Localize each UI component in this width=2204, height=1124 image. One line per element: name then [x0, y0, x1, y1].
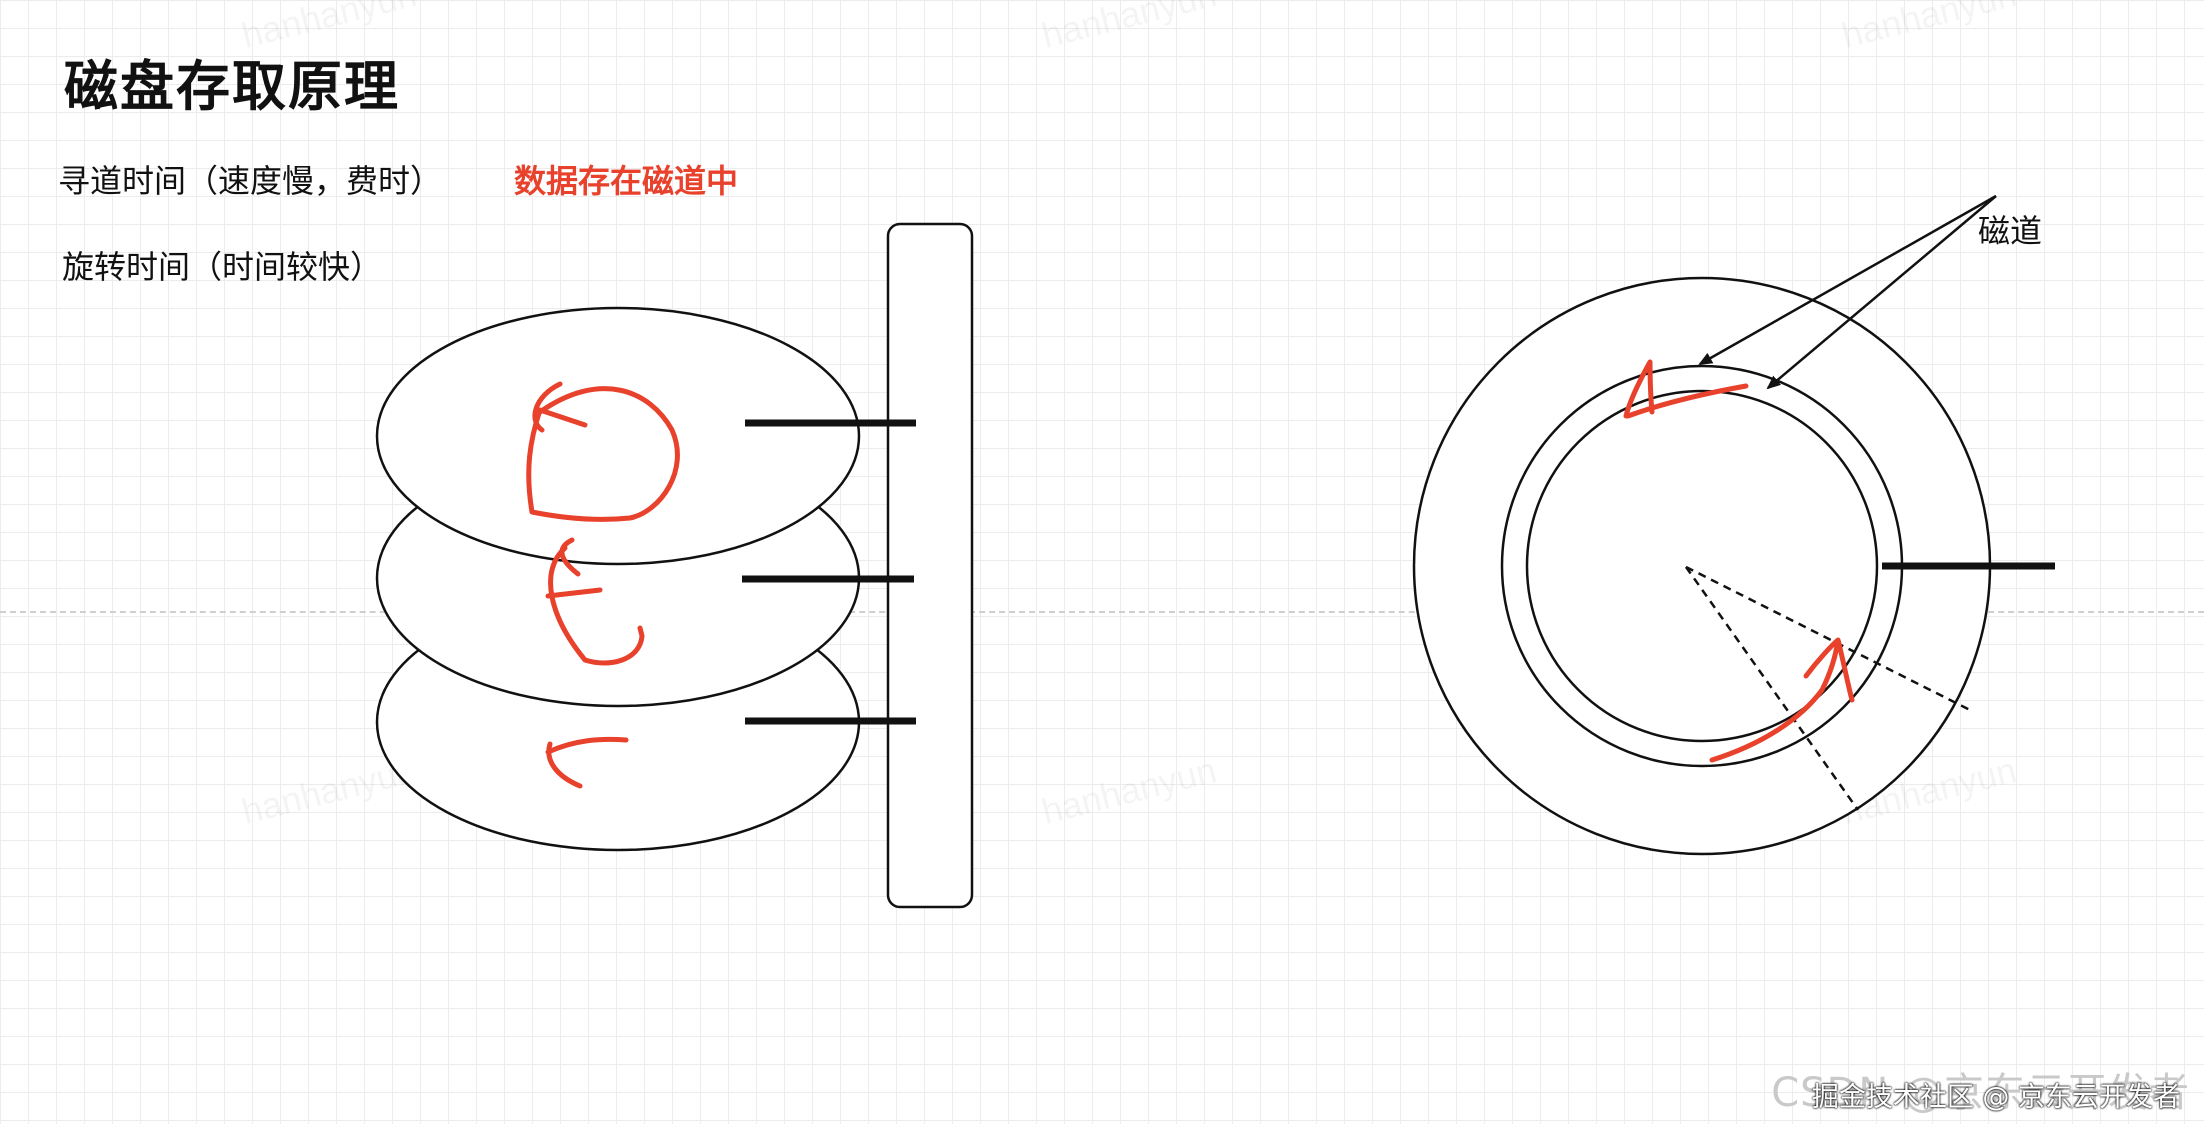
- data-in-track-label: 数据存在磁道中: [514, 162, 739, 200]
- track-pointer-arrow-1: [1698, 194, 1997, 366]
- page-title: 磁盘存取原理: [64, 55, 400, 118]
- sector-boundary-2: [1684, 566, 1860, 811]
- seek-time-label: 寻道时间（速度慢，费时）: [58, 162, 443, 200]
- platter-stack: [375, 306, 861, 852]
- track-pointer-arrow-2: [1766, 195, 1997, 390]
- rotation-arrow-top: [526, 381, 680, 522]
- platter-top: [375, 306, 861, 566]
- rotation-arrow-middle: [545, 537, 645, 666]
- track-inner: [1525, 389, 1879, 743]
- actuator-bar: [886, 222, 974, 909]
- track-label: 磁道: [1978, 212, 2043, 250]
- watermark-inner: 掘金技术社区 @ 京东云开发者: [1811, 1082, 2180, 1113]
- track-rotation-arrow: [1623, 359, 1749, 419]
- rotation-time-label: 旋转时间（时间较快）: [62, 248, 383, 286]
- watermark-outer: CSDN @京东云开发者: [1771, 1070, 2190, 1116]
- dashed-guide-line: [0, 611, 2204, 613]
- rotation-arrow-bottom: [545, 736, 629, 789]
- sector-boundary-1: [1685, 565, 1971, 712]
- sector-rotation-arrow: [1709, 637, 1855, 763]
